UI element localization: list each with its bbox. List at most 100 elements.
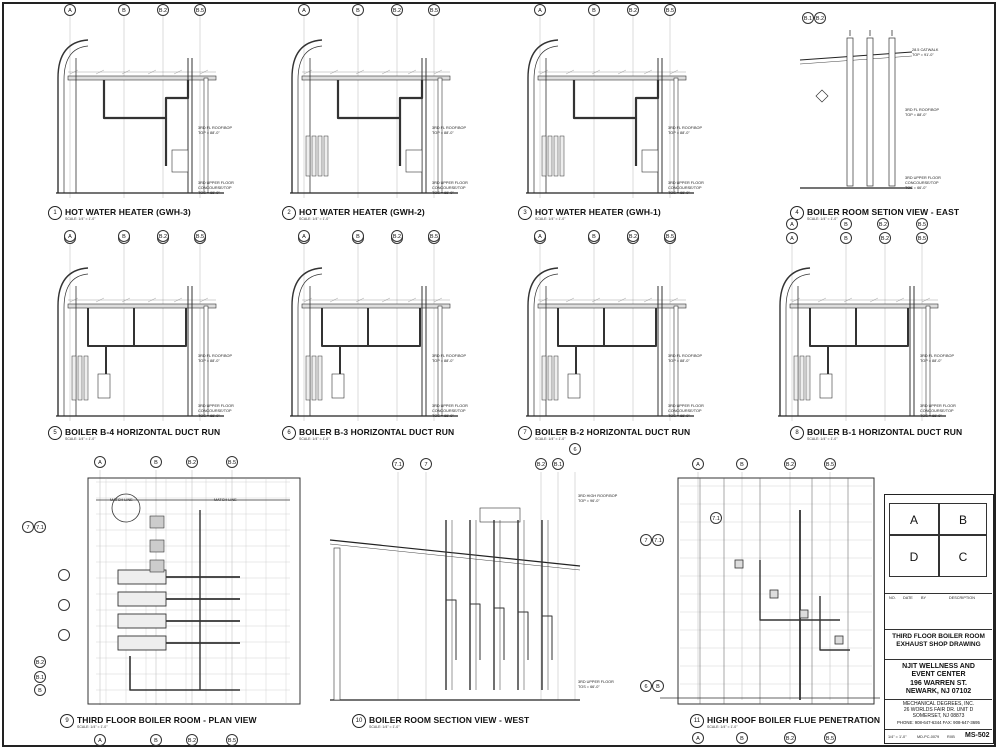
flue-plan-boundary	[677, 477, 875, 705]
boiler-stack	[83, 355, 89, 401]
drawing-title-9: THIRD FLOOR BOILER ROOM - PLAN VIEW	[77, 715, 257, 725]
drawing-scale-11: SCALE: 1/4" = 1'-0"	[707, 725, 738, 729]
elevation-note-floor: 3RD UPPER FLOOR CONCOURSE/TOP TOS = 66'-…	[905, 176, 941, 190]
duct-run	[856, 308, 909, 347]
grid-bubble-7: 7	[640, 534, 652, 546]
drawing-number-3: 3	[518, 206, 532, 220]
roof-beam	[301, 303, 451, 309]
grid-bubble	[58, 599, 70, 611]
drawing-number-7: 7	[518, 426, 532, 440]
boiler-footprint	[117, 591, 167, 607]
hatch	[591, 297, 601, 303]
drawing-scale-6: SCALE: 1/4" = 1'-0"	[299, 437, 330, 441]
plan-duct	[129, 656, 240, 691]
drawing-number-4: 4	[790, 206, 804, 220]
duct-run	[87, 308, 135, 347]
hatch	[355, 297, 365, 303]
curved-wall-inner	[297, 273, 323, 416]
grid-bubble-B.2: B.2	[784, 732, 796, 744]
hatch	[643, 69, 653, 75]
sheet-title: THIRD FLOOR BOILER ROOM EXHAUST SHOP DRA…	[892, 633, 985, 648]
elevation-note-floor: 3RD UPPER FLOOR CONCOURSE/TOP TOS = 66'-…	[198, 404, 234, 418]
hatch	[173, 297, 183, 303]
flue-offset	[542, 615, 553, 660]
drawing-scale-7: SCALE: 1/4" = 1'-0"	[535, 437, 566, 441]
grid-bubble-B.2: B.2	[877, 218, 889, 230]
boiler-stack	[793, 355, 799, 401]
grid-bubble-B.5: B.5	[824, 458, 836, 470]
boiler-stack	[553, 355, 559, 401]
hatch	[643, 297, 653, 303]
hatch	[303, 297, 313, 303]
title-block: A B D C NO. DATE BY DESCRIPTION THIRD FL…	[884, 494, 994, 744]
hatch	[869, 297, 879, 303]
grid-bubble-B.1: B.1	[34, 671, 46, 683]
equipment-pad	[149, 515, 165, 529]
roof-beam	[67, 75, 217, 81]
boiler-stack	[805, 355, 811, 401]
grid-bubble-6: 6	[640, 680, 652, 692]
flue-offset	[446, 599, 457, 660]
grid-bubble-7: 7	[22, 521, 34, 533]
drawn-by: RXB	[947, 735, 955, 739]
elevation-note-floor: 3RD UPPER FLOOR CONCOURSE/TOP TOS = 66'-…	[920, 404, 956, 418]
boiler-footprint	[117, 635, 167, 651]
drawing-number-10: 10	[352, 714, 366, 728]
curved-wall	[57, 267, 89, 416]
grid-bubble-7.1: 7.1	[652, 534, 664, 546]
hatch	[95, 297, 105, 303]
vertical-flue	[888, 37, 896, 187]
elevation-note-floor: 3RD UPPER FLOOR CONCOURSE/TOP TOS = 66'-…	[668, 404, 704, 418]
grid-bubble	[58, 629, 70, 641]
drawing-title-6: BOILER B-3 HORIZONTAL DUCT RUN	[299, 427, 455, 437]
boiler-stack	[311, 355, 317, 401]
duct-run	[134, 308, 187, 347]
grid-bubble-B.5: B.5	[428, 230, 440, 242]
boiler-stack	[317, 355, 323, 401]
elevation-note-floor: 3RD UPPER FLOOR CONCOURSE/TOP TOS = 66'-…	[432, 404, 468, 418]
project-address1: 196 WARREN ST.	[910, 680, 967, 687]
hatch	[173, 69, 183, 75]
hatch	[407, 297, 417, 303]
hatch	[433, 69, 443, 75]
grid-bubble-B: B	[34, 684, 46, 696]
drawing-number-6: 6	[282, 426, 296, 440]
hatch	[381, 69, 391, 75]
hatch	[539, 69, 549, 75]
vertical-flue	[846, 37, 854, 187]
elevation-note-floor: 3RD UPPER FLOOR TOS = 66'-0"	[578, 680, 614, 689]
drawing-title-10: BOILER ROOM SECTION VIEW - WEST	[369, 715, 530, 725]
boiler-stack	[311, 135, 317, 177]
roof-penetration	[111, 493, 141, 523]
grid-bubble-B.2: B.2	[879, 232, 891, 244]
grid-bubble-B.2: B.2	[627, 4, 639, 16]
boiler-stack	[317, 135, 323, 177]
duct-run	[557, 308, 605, 347]
grid-bubble-B.5: B.5	[226, 734, 238, 746]
flue-duct	[759, 560, 840, 621]
drawing-title-8: BOILER B-1 HORIZONTAL DUCT RUN	[807, 427, 963, 437]
project-box: NJIT WELLNESS AND EVENT CENTER 196 WARRE…	[885, 659, 992, 699]
key-plan-c: C	[939, 535, 987, 577]
grid-bubble-B: B	[118, 4, 130, 16]
boiler-stack	[559, 135, 565, 177]
elevation-note-roof: 3RD FL ROOF/BOP TOP = 88'-0"	[432, 126, 467, 135]
penetration-sleeve	[734, 559, 744, 569]
roof-beam	[67, 303, 217, 309]
grid-bubble-A: A	[64, 230, 76, 242]
grid-bubble-B.2: B.2	[627, 230, 639, 242]
hatch	[147, 297, 157, 303]
grid-bubble-B: B	[352, 230, 364, 242]
curved-wall	[57, 39, 89, 193]
grid-bubble-B.2: B.2	[814, 12, 826, 24]
revision-table: NO. DATE BY DESCRIPTION	[885, 593, 992, 629]
drawing-scale-3: SCALE: 1/4" = 1'-0"	[535, 217, 566, 221]
equipment-pad	[149, 559, 165, 573]
boiler-stack	[323, 135, 329, 177]
hatch	[381, 297, 391, 303]
exhaust-duct	[102, 80, 190, 120]
match-line-label: MATCH LINE	[214, 498, 237, 502]
grid-bubble-B.5: B.5	[664, 230, 676, 242]
grid-bubble-B.5: B.5	[194, 4, 206, 16]
